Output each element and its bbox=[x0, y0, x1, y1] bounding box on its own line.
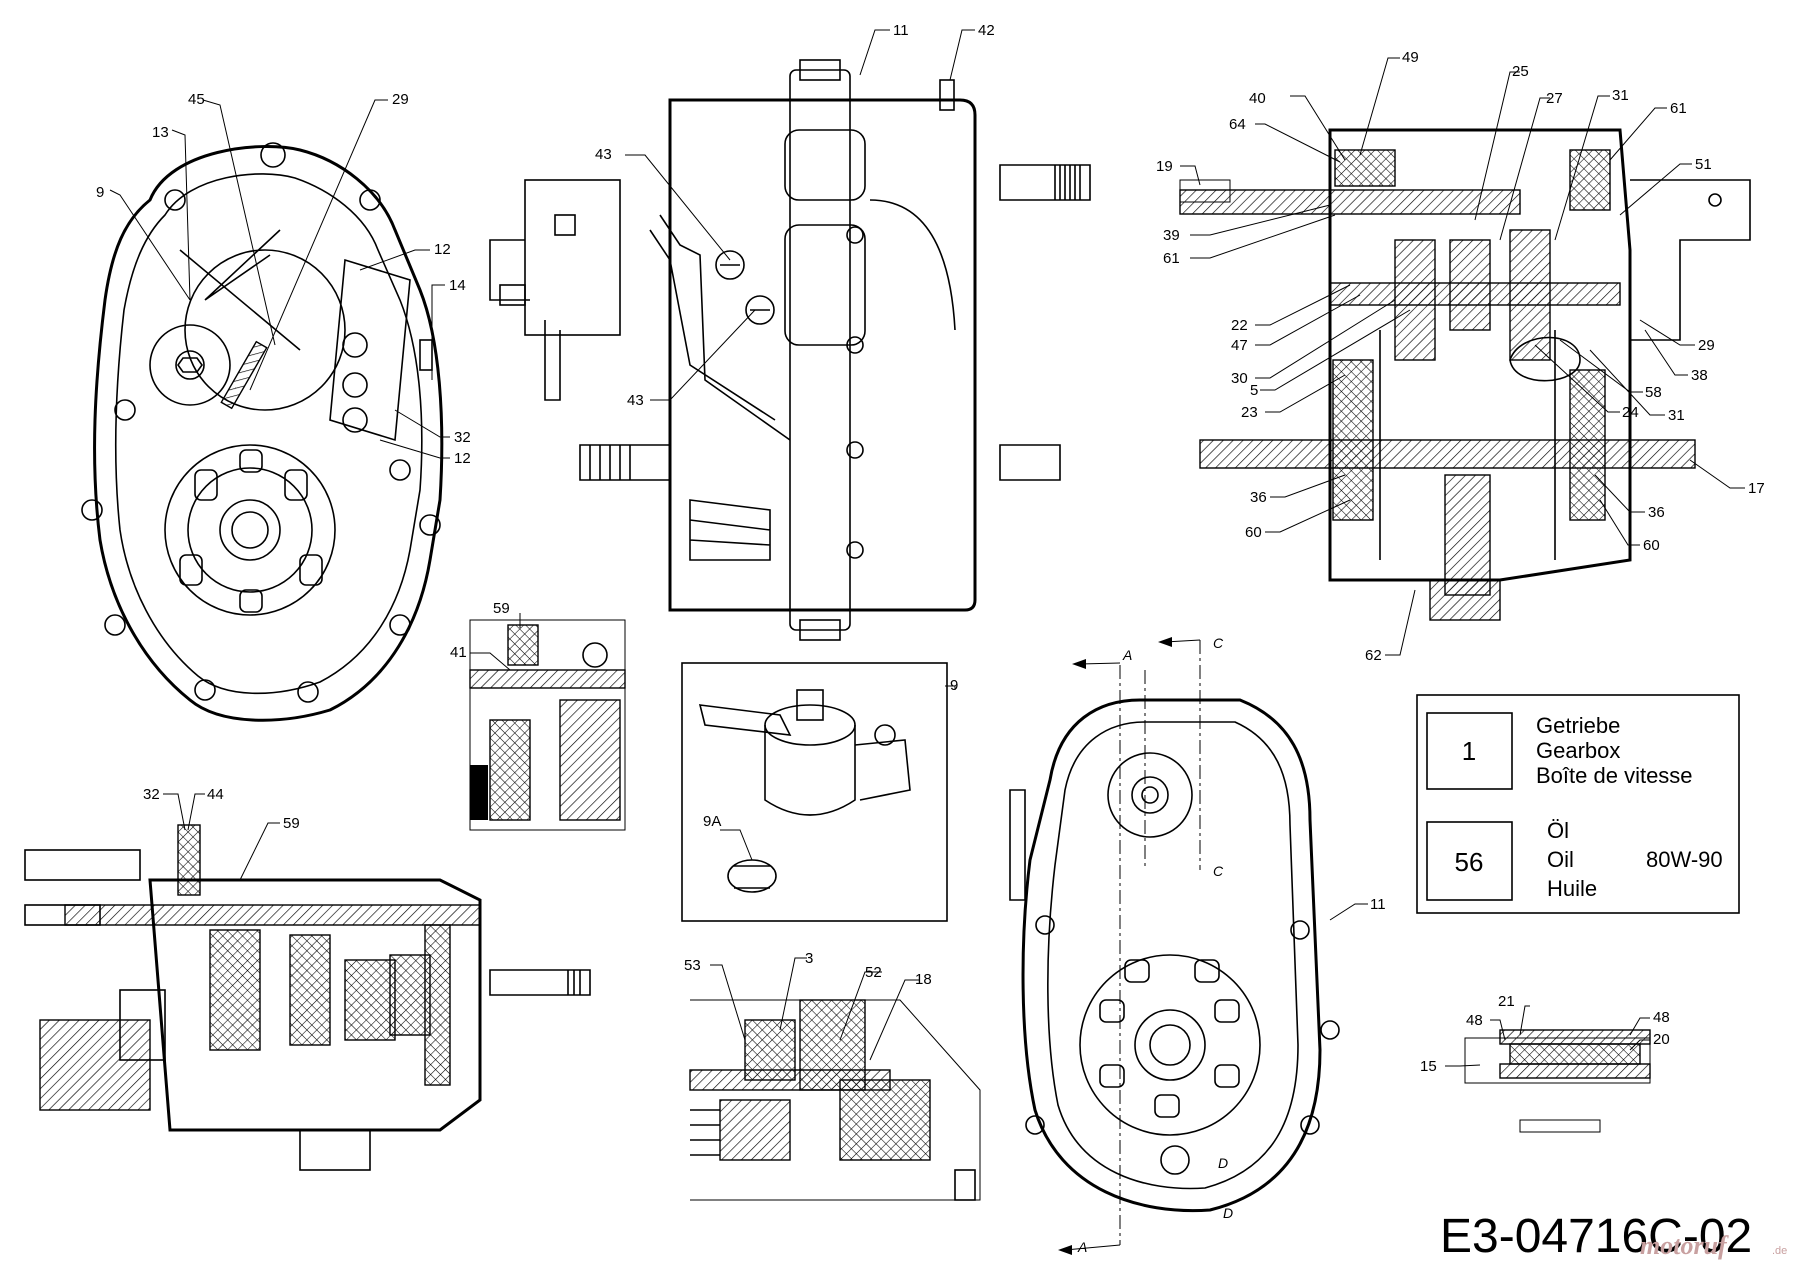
callout-48: 48 bbox=[1466, 1012, 1483, 1029]
callout-25: 25 bbox=[1512, 63, 1529, 80]
callout-36-right: 36 bbox=[1648, 504, 1665, 521]
leader-lines bbox=[109, 29, 1745, 1067]
callout-38: 38 bbox=[1691, 367, 1708, 384]
section-mark-d-bottom: D bbox=[1223, 1205, 1233, 1221]
callout-64: 64 bbox=[1229, 116, 1246, 133]
callout-14: 14 bbox=[449, 277, 466, 294]
detail-view-shaft bbox=[1464, 1029, 1651, 1133]
callout-9-detail: 9 bbox=[950, 677, 958, 694]
callout-21: 21 bbox=[1498, 993, 1515, 1010]
legend-part1-name-en: Gearbox bbox=[1536, 738, 1620, 763]
callout-39: 39 bbox=[1163, 227, 1180, 244]
callout-52: 52 bbox=[865, 964, 882, 981]
callout-9A: 9A bbox=[703, 813, 721, 830]
callout-43: 43 bbox=[595, 146, 612, 163]
callout-32: 32 bbox=[454, 429, 471, 446]
callout-29-right: 29 bbox=[1698, 337, 1715, 354]
callout-5: 5 bbox=[1250, 382, 1258, 399]
callout-22: 22 bbox=[1231, 317, 1248, 334]
detail-box-actuator bbox=[681, 662, 948, 922]
callout-12: 12 bbox=[434, 241, 451, 258]
legend-part2-name-fr: Huile bbox=[1547, 876, 1597, 901]
gearbox-rear-face-view bbox=[1009, 637, 1340, 1255]
callout-3: 3 bbox=[805, 950, 813, 967]
callout-61: 61 bbox=[1670, 100, 1687, 117]
legend-part2-name-de: Öl bbox=[1547, 818, 1569, 843]
callout-49: 49 bbox=[1402, 49, 1419, 66]
callout-44: 44 bbox=[207, 786, 224, 803]
callout-labels: 9 13 45 29 12 14 32 12 11 42 43 43 49 40… bbox=[96, 22, 1765, 1075]
callout-31-lower: 31 bbox=[1668, 407, 1685, 424]
section-mark-c-top: C bbox=[1213, 635, 1224, 651]
callout-15: 15 bbox=[1420, 1058, 1437, 1075]
legend-part2-name-en: Oil bbox=[1547, 847, 1574, 872]
callout-30: 30 bbox=[1231, 370, 1248, 387]
section-mark-a-top: A bbox=[1122, 647, 1132, 663]
legend-part1-name-fr: Boîte de vitesse bbox=[1536, 763, 1693, 788]
gearbox-face-view bbox=[81, 142, 444, 722]
callout-58: 58 bbox=[1645, 384, 1662, 401]
drawing-code: E3-04716C-02 bbox=[1440, 1210, 1752, 1263]
callout-12-lower: 12 bbox=[454, 450, 471, 467]
callout-42: 42 bbox=[978, 22, 995, 39]
section-marks: A A C C D D bbox=[1077, 635, 1233, 1255]
callout-31: 31 bbox=[1612, 87, 1629, 104]
gearbox-side-view bbox=[489, 59, 1091, 641]
callout-59: 59 bbox=[493, 600, 510, 617]
section-mark-d-top: D bbox=[1218, 1155, 1228, 1171]
legend-box: 1 Getriebe Gearbox Boîte de vitesse 56 Ö… bbox=[1416, 694, 1740, 914]
legend-part2-number: 56 bbox=[1455, 847, 1484, 877]
legend-part1-number: 1 bbox=[1462, 736, 1476, 766]
callout-32-lower: 32 bbox=[143, 786, 160, 803]
callout-11-lower: 11 bbox=[1370, 896, 1386, 913]
gearbox-cross-section-view bbox=[1179, 128, 1751, 621]
callout-36: 36 bbox=[1250, 489, 1267, 506]
legend-part2-box bbox=[1426, 821, 1513, 901]
legend-part1-name-de: Getriebe bbox=[1536, 713, 1620, 738]
detail-view-59-41 bbox=[469, 619, 626, 831]
callout-18: 18 bbox=[915, 971, 932, 988]
callout-51: 51 bbox=[1695, 156, 1712, 173]
gearbox-bottom-section-view bbox=[24, 824, 591, 1171]
callout-27: 27 bbox=[1546, 90, 1563, 107]
callout-59-lower: 59 bbox=[283, 815, 300, 832]
callout-41: 41 bbox=[450, 644, 467, 661]
callout-24: 24 bbox=[1622, 404, 1639, 421]
callout-47: 47 bbox=[1231, 337, 1248, 354]
callout-40: 40 bbox=[1249, 90, 1266, 107]
callout-61-lower: 61 bbox=[1163, 250, 1180, 267]
callout-53: 53 bbox=[684, 957, 701, 974]
watermark-brand: motoruf bbox=[1640, 1231, 1729, 1260]
callout-20: 20 bbox=[1653, 1031, 1670, 1048]
callout-23: 23 bbox=[1241, 404, 1258, 421]
legend-oil-spec: 80W-90 bbox=[1646, 847, 1723, 872]
callout-60-right: 60 bbox=[1643, 537, 1660, 554]
detail-view-seal bbox=[689, 999, 981, 1201]
callout-48-right: 48 bbox=[1653, 1009, 1670, 1026]
callout-13: 13 bbox=[152, 124, 169, 141]
callout-62: 62 bbox=[1365, 647, 1382, 664]
callout-45: 45 bbox=[188, 91, 205, 108]
legend-part1-box bbox=[1426, 712, 1513, 790]
watermark-domain: .de bbox=[1772, 1245, 1787, 1257]
callout-29: 29 bbox=[392, 91, 409, 108]
section-mark-a-bottom: A bbox=[1077, 1239, 1087, 1255]
callout-19: 19 bbox=[1156, 158, 1173, 175]
callout-11: 11 bbox=[893, 22, 909, 39]
callout-43-lower: 43 bbox=[627, 392, 644, 409]
section-mark-c-bottom: C bbox=[1213, 863, 1224, 879]
callout-17: 17 bbox=[1748, 480, 1765, 497]
callout-60: 60 bbox=[1245, 524, 1262, 541]
callout-9: 9 bbox=[96, 184, 104, 201]
